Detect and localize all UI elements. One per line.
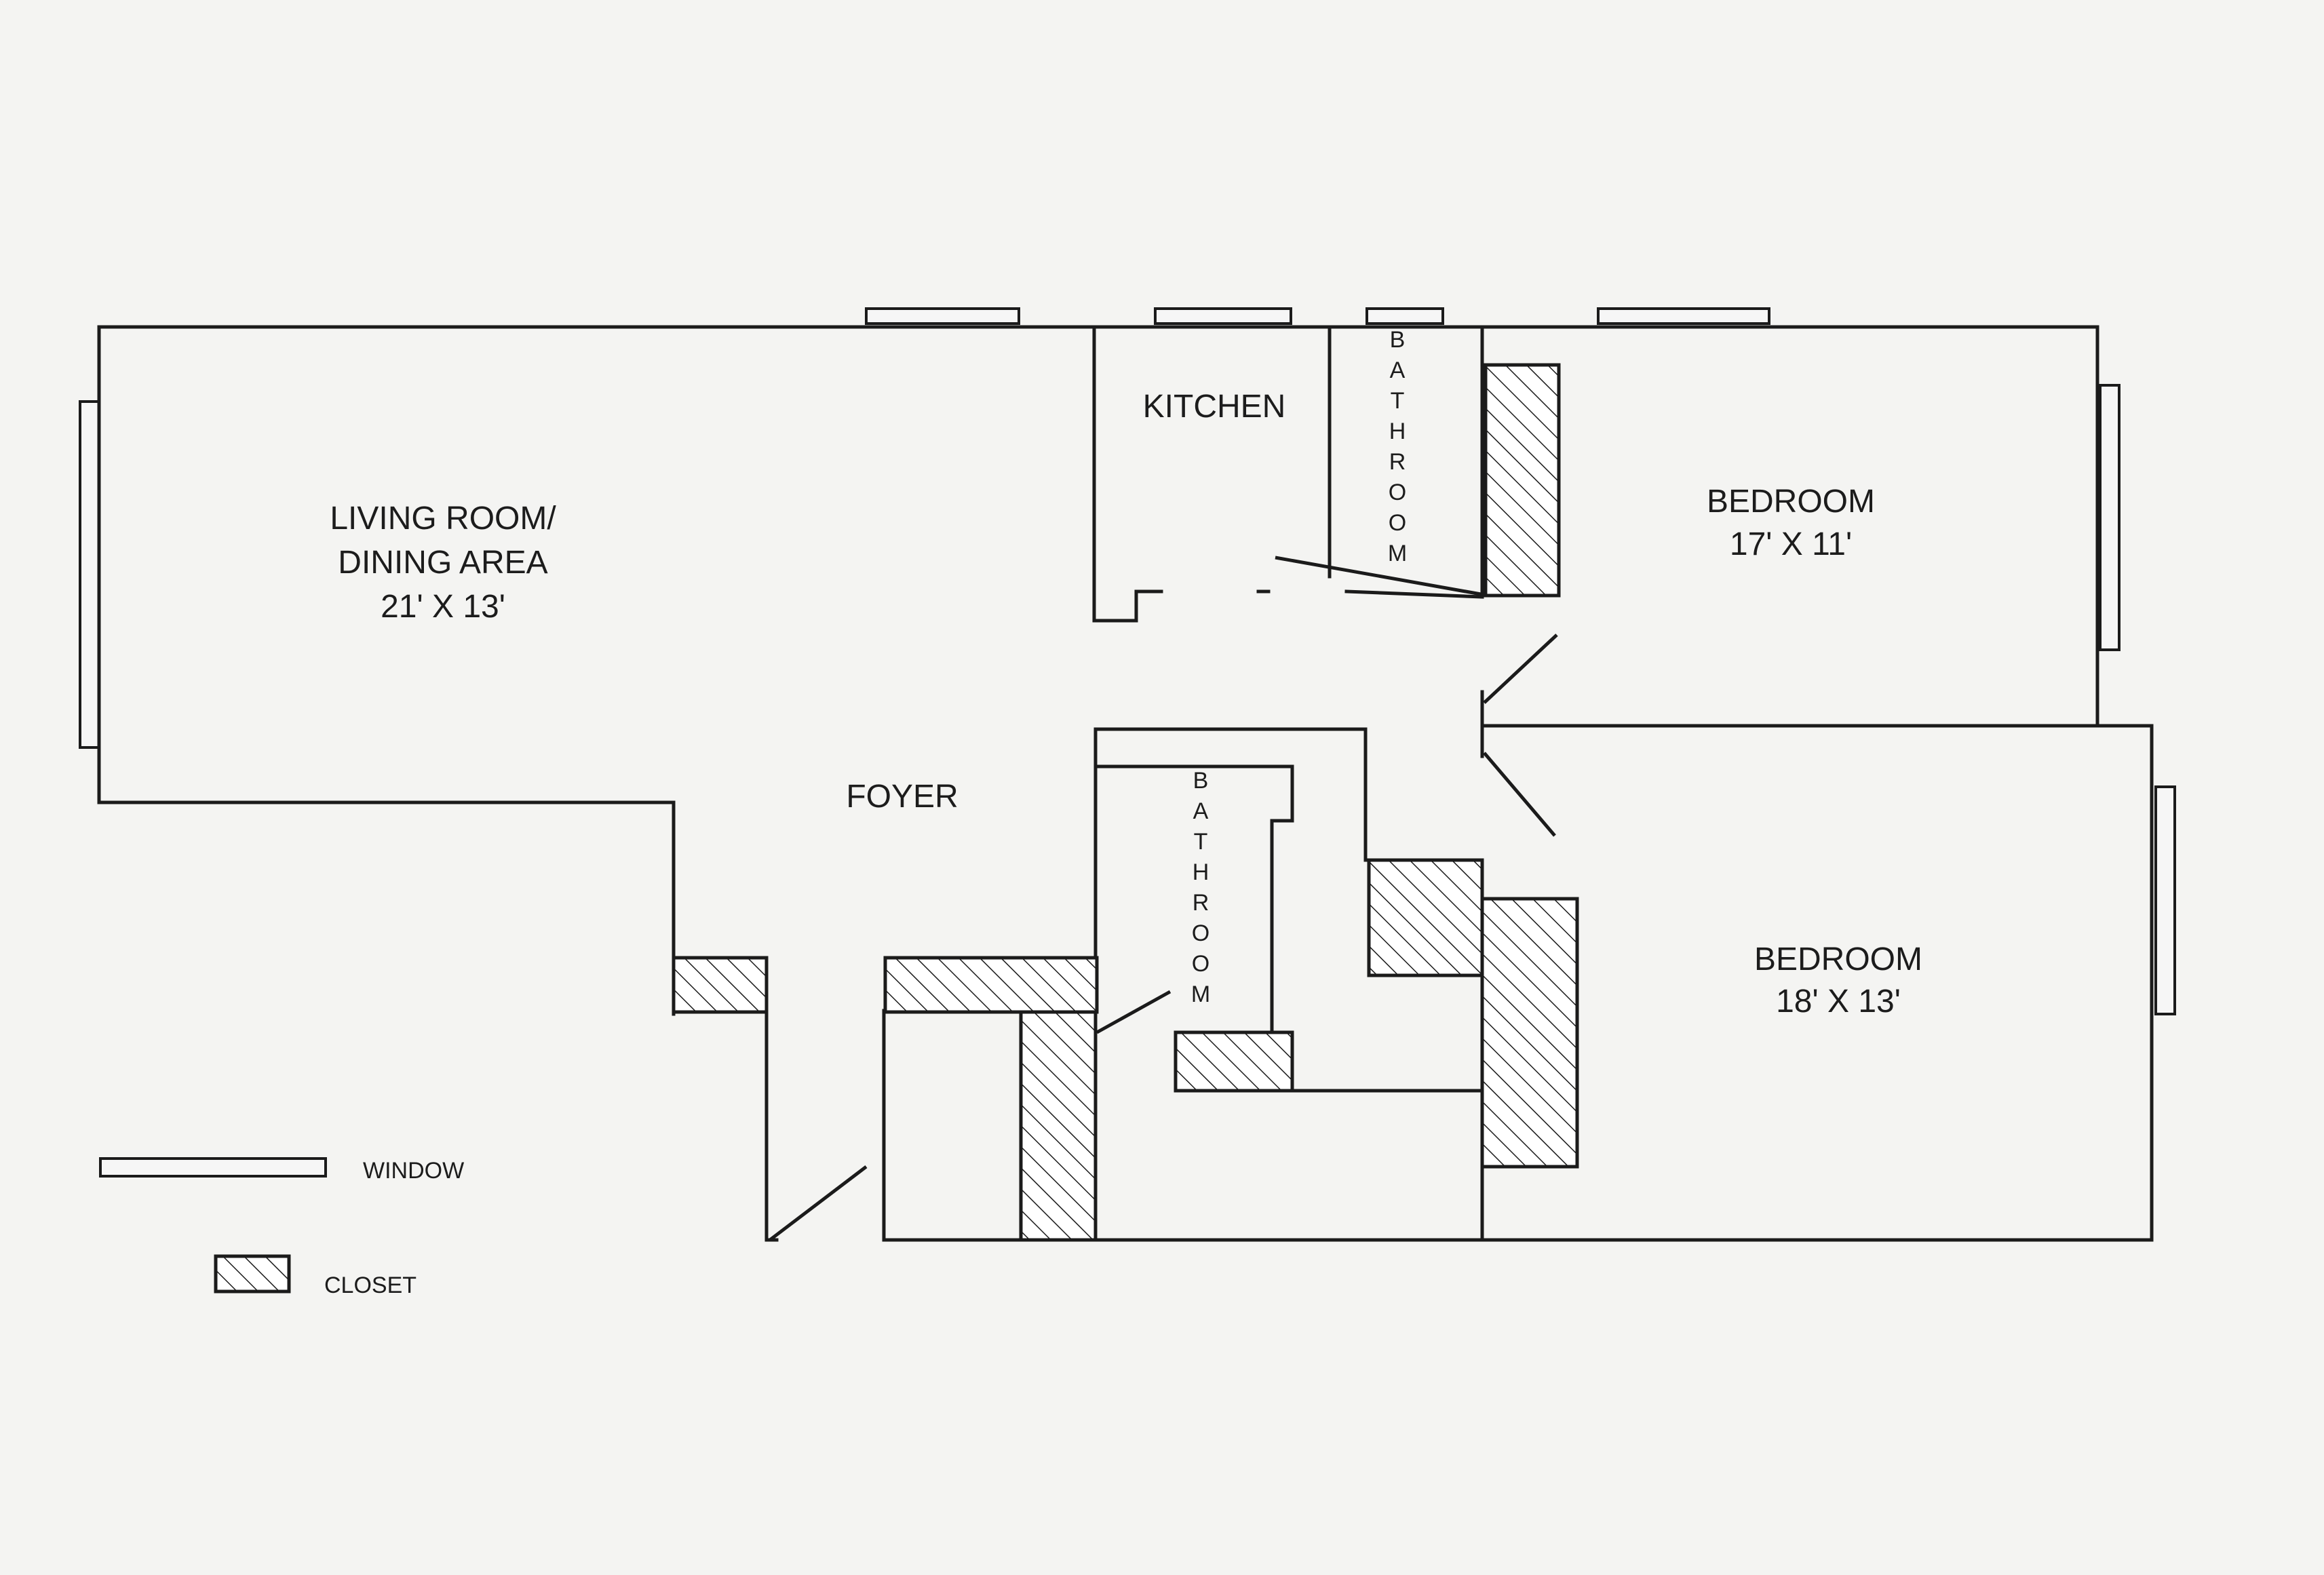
window <box>1366 307 1444 325</box>
bathroom-2-letter: B <box>1193 768 1209 794</box>
bedroom-2-name: BEDROOM <box>1754 941 1922 977</box>
closet <box>1484 363 1561 598</box>
legend: WINDOW CLOSET <box>99 1157 464 1298</box>
window <box>2154 785 2176 1015</box>
doors <box>769 556 1558 1241</box>
bedroom-2-dimensions: 18' X 13' <box>1776 984 1901 1019</box>
door-swing <box>1483 634 1558 704</box>
bathroom-2-letter: O <box>1192 920 1209 946</box>
walls <box>97 325 2154 1242</box>
closet <box>1367 858 1484 977</box>
legend-closet-swatch <box>214 1254 291 1294</box>
room-labels: LIVING ROOM/ DINING AREA 21' X 13' KITCH… <box>330 327 1922 1019</box>
bathroom-2-letter: M <box>1191 981 1210 1007</box>
door-swing <box>769 1165 868 1241</box>
bathroom-2-label: B A T H R O O M <box>1191 768 1210 1007</box>
closet <box>1174 1030 1294 1093</box>
bathroom-1-letter: O <box>1389 480 1406 505</box>
door-swing <box>1096 990 1171 1034</box>
windows <box>79 307 2176 1015</box>
bathroom-1-letter: A <box>1390 357 1406 383</box>
bathroom-2-letter: R <box>1193 890 1209 916</box>
bathroom-2-letter: T <box>1194 829 1208 855</box>
bathroom-2-letter: O <box>1192 951 1209 977</box>
living-room-name-line1: LIVING ROOM/ <box>330 501 556 537</box>
window <box>2099 384 2120 651</box>
window <box>1154 307 1292 325</box>
legend-window-label: WINDOW <box>363 1158 464 1184</box>
kitchen-label: KITCHEN <box>1143 389 1286 425</box>
bathroom-1-letter: O <box>1389 510 1406 536</box>
closet <box>1019 1010 1098 1242</box>
bathroom-1-letter: H <box>1389 419 1406 444</box>
bathroom-1-letter: T <box>1391 388 1405 414</box>
closet <box>1480 897 1579 1169</box>
legend-closet-label: CLOSET <box>324 1272 417 1298</box>
bathroom-1-letter: B <box>1390 327 1406 353</box>
bedroom-1-dimensions: 17' X 11' <box>1730 526 1852 562</box>
closets <box>672 363 1579 1242</box>
bathroom-1-letter: R <box>1389 449 1406 475</box>
bedroom-1-name: BEDROOM <box>1707 484 1875 520</box>
closet <box>672 956 769 1014</box>
legend-window-swatch <box>99 1157 327 1178</box>
living-room-name-line2: DINING AREA <box>338 545 547 581</box>
foyer-label: FOYER <box>846 779 958 815</box>
bathroom-2-letter: A <box>1193 798 1209 824</box>
window <box>865 307 1020 325</box>
bathroom-1-letter: M <box>1388 541 1407 566</box>
window <box>1597 307 1770 325</box>
living-room-dimensions: 21' X 13' <box>381 589 505 625</box>
closet <box>883 956 1099 1014</box>
bathroom-1-label: B A T H R O O M <box>1388 327 1407 566</box>
door-swing <box>1275 556 1481 596</box>
window <box>79 400 100 749</box>
bathroom-2-letter: H <box>1193 859 1209 885</box>
door-swing <box>1483 752 1556 837</box>
